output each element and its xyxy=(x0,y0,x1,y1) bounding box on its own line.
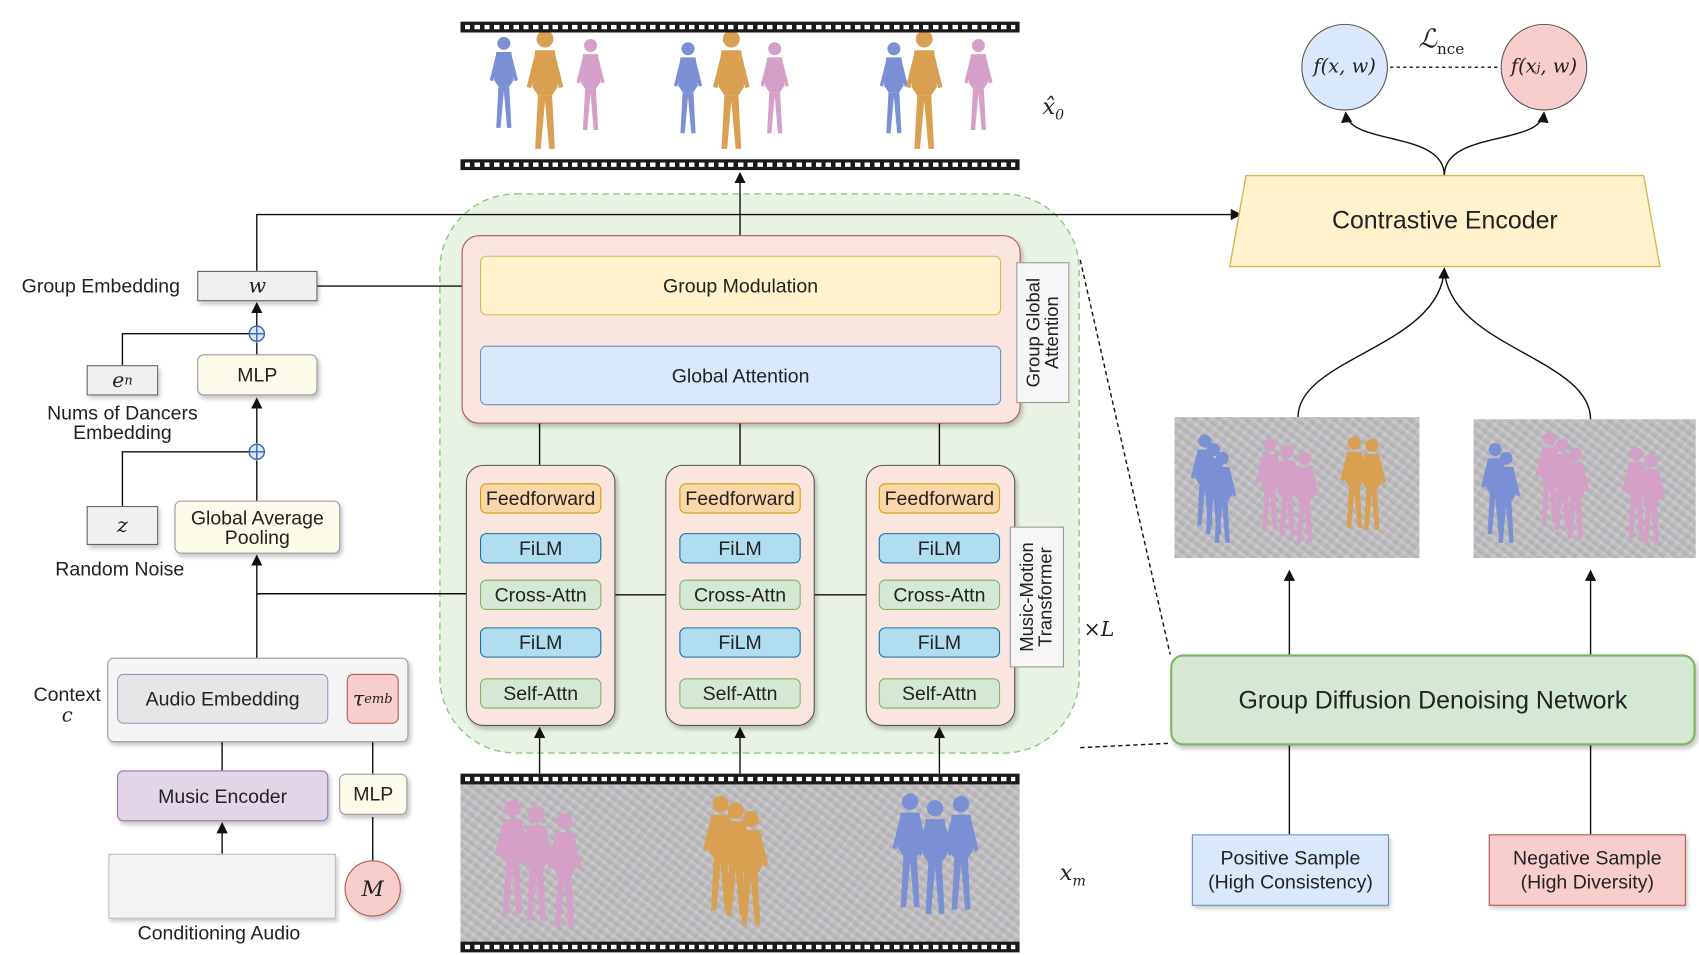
film-box: FiLM xyxy=(878,627,1001,658)
contrastive-encoder-shape xyxy=(1228,174,1661,268)
noisy-input-dancers xyxy=(494,793,979,927)
mlp-upper-box: MLP xyxy=(197,354,318,396)
group-diffusion-denoising-network: Group Diffusion Denoising Network xyxy=(1170,654,1696,746)
mlp-lower-box: MLP xyxy=(339,773,408,815)
group-modulation-box: Group Modulation xyxy=(479,255,1002,316)
feedforward-box: Feedforward xyxy=(878,483,1001,514)
input-label: xm xyxy=(1059,859,1086,890)
conditioning-audio-label: Conditioning Audio xyxy=(137,922,301,944)
film-box: FiLM xyxy=(679,533,801,564)
output-film-strip-top xyxy=(460,21,1020,33)
positive-sample-box: Positive Sample(High Consistency) xyxy=(1191,834,1390,906)
negative-sample-dancers xyxy=(1481,432,1666,546)
generated-dance-frames xyxy=(489,32,993,149)
cross-attn-box: Cross-Attn xyxy=(878,579,1001,611)
conditioning-audio-box xyxy=(108,853,336,919)
feedforward-box: Feedforward xyxy=(479,483,602,514)
group-embedding-label: Group Embedding xyxy=(21,275,180,297)
contrastive-encoder-label: Contrastive Encoder xyxy=(1331,205,1558,235)
input-film-strip-top xyxy=(460,773,1020,785)
self-attn-box: Self-Attn xyxy=(479,678,602,709)
group-embedding-box: w xyxy=(197,270,318,302)
audio-embedding-box: Audio Embedding xyxy=(117,673,329,724)
times-l-label: ×L xyxy=(1083,617,1115,642)
random-noise-label: Random Noise xyxy=(55,558,185,580)
output-film-strip-bottom xyxy=(460,159,1020,171)
nce-loss-label: ℒnce xyxy=(1418,23,1465,59)
m-circle: M xyxy=(344,860,401,917)
self-attn-box: Self-Attn xyxy=(679,678,801,709)
negative-sample-box: Negative Sample(High Diversity) xyxy=(1488,834,1686,906)
cross-attn-box: Cross-Attn xyxy=(679,579,801,611)
music-encoder-box: Music Encoder xyxy=(117,770,329,822)
positive-sample-dancers xyxy=(1190,434,1386,543)
cross-attn-box: Cross-Attn xyxy=(479,579,602,611)
film-box: FiLM xyxy=(679,627,801,658)
embedding-circle-positive: f(x, w) xyxy=(1301,23,1388,111)
feedforward-box: Feedforward xyxy=(679,483,801,514)
global-attention-box: Global Attention xyxy=(479,345,1002,406)
output-label: x̂0 xyxy=(1042,93,1065,124)
film-box: FiLM xyxy=(479,627,602,658)
input-film-strip-bottom xyxy=(460,941,1020,953)
film-box: FiLM xyxy=(878,533,1001,564)
random-noise-box: z xyxy=(86,505,159,546)
film-box: FiLM xyxy=(479,533,602,564)
self-attn-box: Self-Attn xyxy=(878,678,1001,709)
